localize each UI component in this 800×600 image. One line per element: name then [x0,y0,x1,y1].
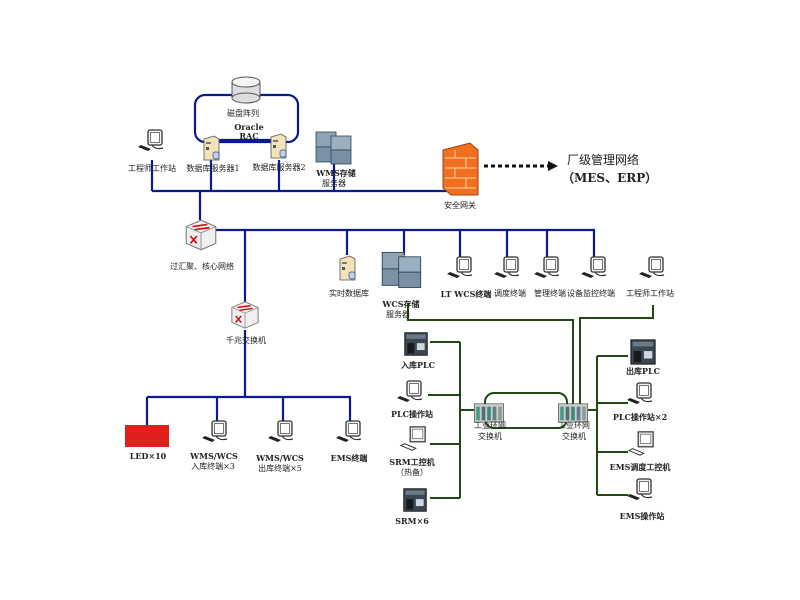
wcs-storage-label-2: 服务器 [386,310,410,319]
engineer-workstation-label: 工程师工作站 [128,164,176,173]
wcs-storage-label: WCS存储 [382,299,420,309]
led-label: LED×10 [129,451,167,461]
gigabit-switch-icon [231,301,259,329]
dispatch-terminal-icon [493,256,520,279]
plant-network-label: 厂级管理网络 [567,153,640,167]
srm-ipc-icon [400,426,426,451]
wms-storage-label: WMS存储 [316,168,356,178]
outbound-terminal-label: WMS/WCS [256,453,304,463]
lt-wcs-terminal-label: LT WCS终端 [440,289,492,299]
engineer-workstation-icon [137,129,164,152]
ring-switch-right-label-2: 交换机 [562,432,586,441]
inbound-terminal-label: WMS/WCS [190,451,238,461]
inbound-terminal-icon [201,420,228,443]
dispatch-terminal-label: 调度终端 [494,289,526,298]
wcs-storage-server-icon [381,251,422,289]
office-network-links [145,93,596,425]
wms-storage-label-2: 服务器 [322,179,346,188]
ems-terminal-label: EMS终端 [330,453,368,463]
wms-storage-server-icon [315,131,352,165]
ems-station-label: EMS操作站 [619,511,665,521]
ems-station-icon [626,478,653,501]
db-server-1-label: 数据库服务器1 [186,164,240,173]
gateway-label: 安全网关 [444,201,476,210]
management-terminal-icon [533,256,560,279]
ring-switch-right-icon [557,403,589,423]
ring-switch-left-icon [473,403,505,423]
srm-label: SRM×6 [395,516,429,526]
inbound-plc-label: 入库PLC [400,360,436,370]
realtime-db-label: 实时数据库 [329,289,369,298]
disk-array-icon [231,76,261,104]
engineer-workstation-2-icon [638,256,665,279]
disk-array-label: 磁盘阵列 [227,109,259,118]
inbound-plc-icon [404,332,428,356]
outbound-plc-icon [630,339,656,365]
gigabit-switch-label: 千兆交换机 [226,336,266,345]
outbound-terminal-icon [267,420,294,443]
core-switch-label: 过汇聚、核心网络 [170,262,234,271]
srm-ipc-label: SRM工控机 [389,457,435,467]
srm-plc-icon [403,488,427,512]
ring-switch-right-label: 工业环网 [558,421,590,430]
inbound-terminal-label-2: 入库终端×3 [191,462,235,471]
dashed-uplink-arrow [484,161,558,171]
firewall-icon [442,142,479,196]
ems-ipc-icon [628,431,654,456]
db-server-2-icon [270,133,287,159]
mes-erp-label: （MES、ERP） [562,171,658,185]
db-server-1-icon [203,135,220,161]
outbound-terminal-label-2: 出库终端×5 [258,464,302,473]
db-server-2-label: 数据库服务器2 [252,163,306,172]
ring-switch-left-label: 工业环网 [474,421,506,430]
outbound-plc-label: 出库PLC [625,366,661,376]
engineer-workstation-2-label: 工程师工作站 [626,289,674,298]
ems-terminal-icon [335,420,362,443]
ems-ipc-label: EMS调度工控机 [609,462,671,472]
equipment-monitor-terminal-label: 设备监控终端 [567,289,615,298]
oracle-label: Oracle [234,122,264,132]
plc-station-x2-label: PLC操作站×2 [612,412,668,422]
realtime-db-server-icon [339,255,356,281]
management-terminal-label: 管理终端 [534,289,566,298]
equipment-monitor-terminal-icon [580,256,607,279]
srm-ipc-hot-standby-label: （热备） [396,468,428,477]
core-switch-icon [185,219,217,251]
rac-label: RAC [239,131,259,141]
led-display-icon [125,425,169,447]
plc-station-x2-icon [626,382,653,405]
plc-station-label: PLC操作站 [390,409,434,419]
ring-switch-left-label-2: 交换机 [478,432,502,441]
plc-station-icon [396,380,423,403]
lt-wcs-terminal-icon [446,256,473,279]
